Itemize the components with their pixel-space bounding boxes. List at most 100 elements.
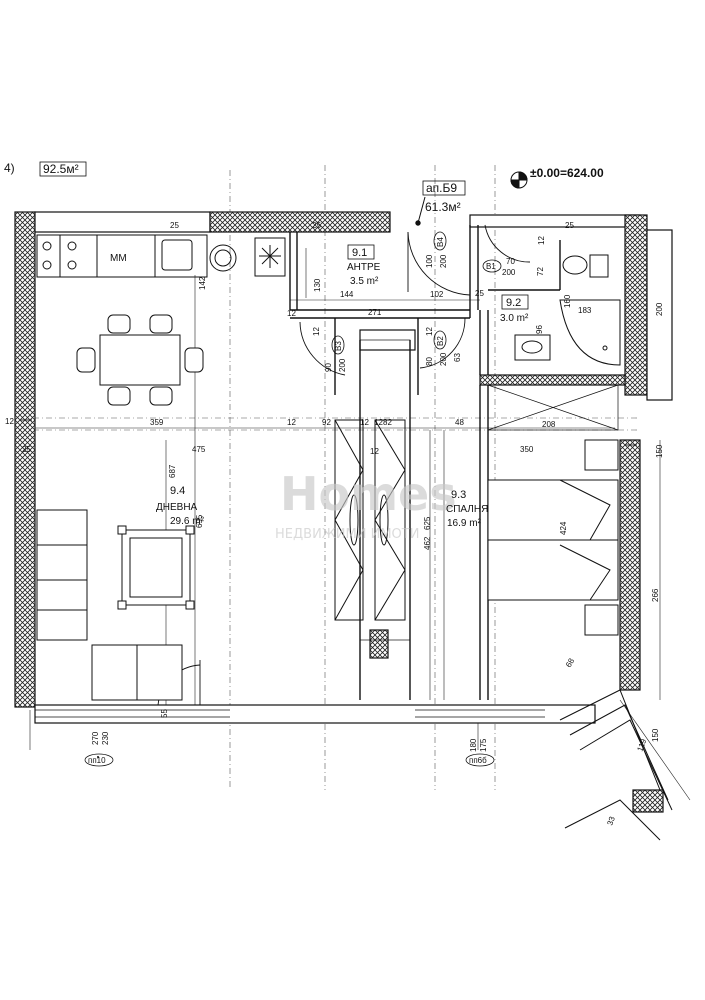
dim-12: 12 <box>287 418 296 427</box>
dim-208: 208 <box>542 420 556 429</box>
room-area-9-4: 29.6 m² <box>170 516 205 527</box>
apartment-box <box>422 180 466 196</box>
room-name-9-4: ДНЕВНА <box>156 502 198 513</box>
elevation-marker <box>510 171 528 189</box>
svg-text:200: 200 <box>502 268 516 277</box>
wall-top-left <box>34 211 211 233</box>
apartment-area: 61.3м² <box>425 200 461 214</box>
dim-130: 130 <box>313 278 322 292</box>
dim-92: 92 <box>322 418 331 427</box>
dim-96: 96 <box>535 325 544 334</box>
wall-left <box>14 211 36 708</box>
room-area-9-1: 3.5 m² <box>350 276 379 287</box>
dim-12: 12 <box>5 417 14 426</box>
room-9-1-box <box>347 244 375 260</box>
dim-12: 12 <box>312 327 321 336</box>
dim-25: 25 <box>22 445 31 454</box>
dim-25: 25 <box>312 221 321 230</box>
dining-set <box>76 314 204 406</box>
door-b1-tag: B1 70 200 <box>482 257 516 277</box>
bathroom-fixtures <box>514 254 621 366</box>
snowflake-icon <box>259 245 281 268</box>
dim-12: 12 <box>374 418 383 427</box>
door-b1-swing <box>484 224 531 263</box>
dim-270: 270 <box>91 731 100 745</box>
dim-25: 25 <box>170 221 179 230</box>
svg-text:пп6б: пп6б <box>469 756 487 765</box>
dim-266: 266 <box>651 588 660 602</box>
dim-462: 462 <box>423 536 432 550</box>
dim-160: 160 <box>563 294 572 308</box>
dim-12: 12 <box>537 236 546 245</box>
svg-text:B4: B4 <box>436 237 445 247</box>
room-area-9-2: 3.0 m² <box>500 313 529 324</box>
apartment-marker <box>415 196 426 226</box>
dim-200: 200 <box>655 302 664 316</box>
dim-102: 102 <box>430 290 444 299</box>
room-number-9-2: 9.2 <box>506 297 521 309</box>
dim-687: 687 <box>168 464 177 478</box>
dim-625: 625 <box>423 516 432 530</box>
dim-180: 180 <box>469 738 478 752</box>
stove-icon <box>42 241 77 270</box>
dim-142: 142 <box>198 276 207 290</box>
dim-12: 12 <box>370 447 379 456</box>
wardrobe <box>334 419 406 621</box>
column-bottom <box>369 629 389 659</box>
dim-82: 82 <box>383 418 392 427</box>
svg-text:90: 90 <box>324 363 333 372</box>
sink-icon <box>161 239 193 271</box>
room-9-2-box <box>501 294 529 310</box>
dim-55: 55 <box>160 709 169 718</box>
dim-68: 68 <box>564 656 577 669</box>
nightstand-bottom <box>584 604 619 636</box>
dim-424: 424 <box>559 521 568 535</box>
opening-tag-left: пп10 <box>84 753 114 767</box>
dim-12: 12 <box>287 309 296 318</box>
svg-text:B3: B3 <box>334 341 343 351</box>
door-b3-tag: B3 90 200 <box>324 335 347 372</box>
dim-25: 25 <box>475 289 484 298</box>
svg-text:пп10: пп10 <box>88 756 106 765</box>
dim-350: 350 <box>520 445 534 454</box>
dim-150: 150 <box>655 444 664 458</box>
dim-475: 475 <box>192 445 206 454</box>
dim-359: 359 <box>150 418 164 427</box>
corridor-strip <box>359 339 411 641</box>
dining-table <box>99 334 181 386</box>
door-b4-swing <box>407 231 471 296</box>
room-number-9-4: 9.4 <box>170 485 185 497</box>
apartment-label: ап.Б9 <box>426 181 457 195</box>
dimension-lines <box>29 248 691 801</box>
wall-top-right <box>469 214 641 228</box>
balcony-pier <box>632 789 664 813</box>
dim-48: 48 <box>455 418 464 427</box>
nightstand-top <box>584 439 619 471</box>
dim-12: 12 <box>360 418 369 427</box>
sofa <box>36 509 88 641</box>
svg-text:70: 70 <box>506 257 515 266</box>
header-box <box>39 161 87 177</box>
door-b2-swing <box>419 317 466 369</box>
right-balcony-wall <box>646 229 673 401</box>
dim-144: 144 <box>340 290 354 299</box>
dim-63: 63 <box>453 353 462 362</box>
wall-right <box>619 439 641 691</box>
dim-25: 25 <box>565 221 574 230</box>
shaft <box>487 384 619 431</box>
bedroom-furniture <box>487 439 619 636</box>
room-number-9-3: 9.3 <box>451 489 466 501</box>
windows <box>20 419 637 718</box>
dim-230: 230 <box>101 731 110 745</box>
svg-text:200: 200 <box>439 254 448 268</box>
room-number-9-1: 9.1 <box>352 247 367 259</box>
living-furniture <box>36 509 195 701</box>
svg-text:100: 100 <box>425 254 434 268</box>
opening-tag-right: пп6б <box>465 753 495 767</box>
fridge-icon <box>254 237 286 277</box>
dim-119: 119 <box>635 737 648 753</box>
wall-shaft <box>479 374 626 386</box>
svg-text:80: 80 <box>425 357 434 366</box>
dim-33: 33 <box>605 815 617 827</box>
